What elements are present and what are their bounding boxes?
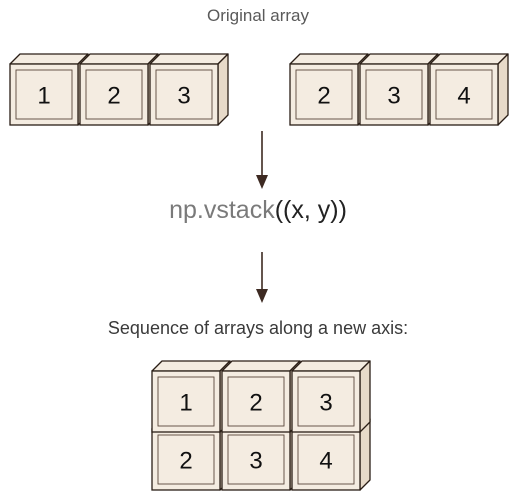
- cube-value: 3: [249, 448, 262, 475]
- cube-inner-bevel: [295, 69, 353, 120]
- cube-inner-bevel: [157, 376, 215, 427]
- cube-value: 3: [387, 83, 400, 110]
- array-x-cell-0: 1: [9, 53, 89, 126]
- arrow-head-2: [256, 289, 268, 303]
- cube-value: 2: [249, 390, 262, 417]
- cube-top-face: [149, 53, 229, 65]
- cube-inner-bevel: [227, 376, 285, 427]
- result-r0-c2: 3: [291, 360, 371, 433]
- result-r0-c1: 2: [221, 360, 301, 433]
- cube-top-face: [291, 360, 371, 372]
- cube-group: 1 2 3 2 3 4 2 3 4 1 2 3: [9, 53, 509, 491]
- cube-top-face: [289, 53, 369, 65]
- cube-side-face: [497, 53, 509, 126]
- cube-side-face: [359, 360, 371, 433]
- cube-front-face: [9, 63, 79, 126]
- array-y-cell-0: 2: [289, 53, 369, 126]
- original-array-label: Original array: [206, 6, 310, 25]
- cube-front-face: [289, 63, 359, 126]
- cube-front-face: [429, 63, 499, 126]
- result-r0-c0: 1: [151, 360, 231, 433]
- cube-value: 2: [317, 83, 330, 110]
- vstack-function-call: np.vstack((x, y)): [0, 196, 516, 225]
- array-x-cell-1: 2: [79, 53, 159, 126]
- cube-front-face: [291, 428, 361, 491]
- cube-top-face: [9, 53, 89, 65]
- cube-inner-bevel: [297, 434, 355, 485]
- array-y-cell-2: 4: [429, 53, 509, 126]
- cube-value: 4: [457, 83, 470, 110]
- cube-top-face: [429, 53, 509, 65]
- cube-value: 1: [179, 390, 192, 417]
- function-args: ((x, y)): [274, 196, 347, 224]
- cube-front-face: [359, 63, 429, 126]
- cube-front-face: [151, 428, 221, 491]
- cube-value: 2: [179, 448, 192, 475]
- arrows: [256, 131, 268, 303]
- cube-inner-bevel: [15, 69, 73, 120]
- cube-value: 3: [177, 83, 190, 110]
- cube-front-face: [151, 370, 221, 433]
- cube-value: 3: [319, 390, 332, 417]
- cube-value: 4: [319, 448, 332, 475]
- arrow-head-1: [256, 175, 268, 189]
- cube-top-face: [151, 360, 231, 372]
- cube-inner-bevel: [297, 376, 355, 427]
- sequence-label: Sequence of arrays along a new axis:: [107, 318, 409, 338]
- cube-value: 2: [107, 83, 120, 110]
- cube-front-face: [221, 428, 291, 491]
- cube-inner-bevel: [157, 434, 215, 485]
- function-name: np.vstack: [169, 196, 275, 224]
- cube-front-face: [291, 370, 361, 433]
- cube-value: 1: [37, 83, 50, 110]
- cube-top-face: [79, 53, 159, 65]
- cube-front-face: [221, 370, 291, 433]
- cube-top-face: [359, 53, 439, 65]
- cube-inner-bevel: [85, 69, 143, 120]
- cube-inner-bevel: [435, 69, 493, 120]
- cube-front-face: [79, 63, 149, 126]
- array-y-cell-1: 3: [359, 53, 439, 126]
- cube-side-face: [217, 53, 229, 126]
- cube-front-face: [149, 63, 219, 126]
- cube-top-face: [221, 360, 301, 372]
- array-x-cell-2: 3: [149, 53, 229, 126]
- cube-inner-bevel: [227, 434, 285, 485]
- cube-inner-bevel: [155, 69, 213, 120]
- cube-inner-bevel: [365, 69, 423, 120]
